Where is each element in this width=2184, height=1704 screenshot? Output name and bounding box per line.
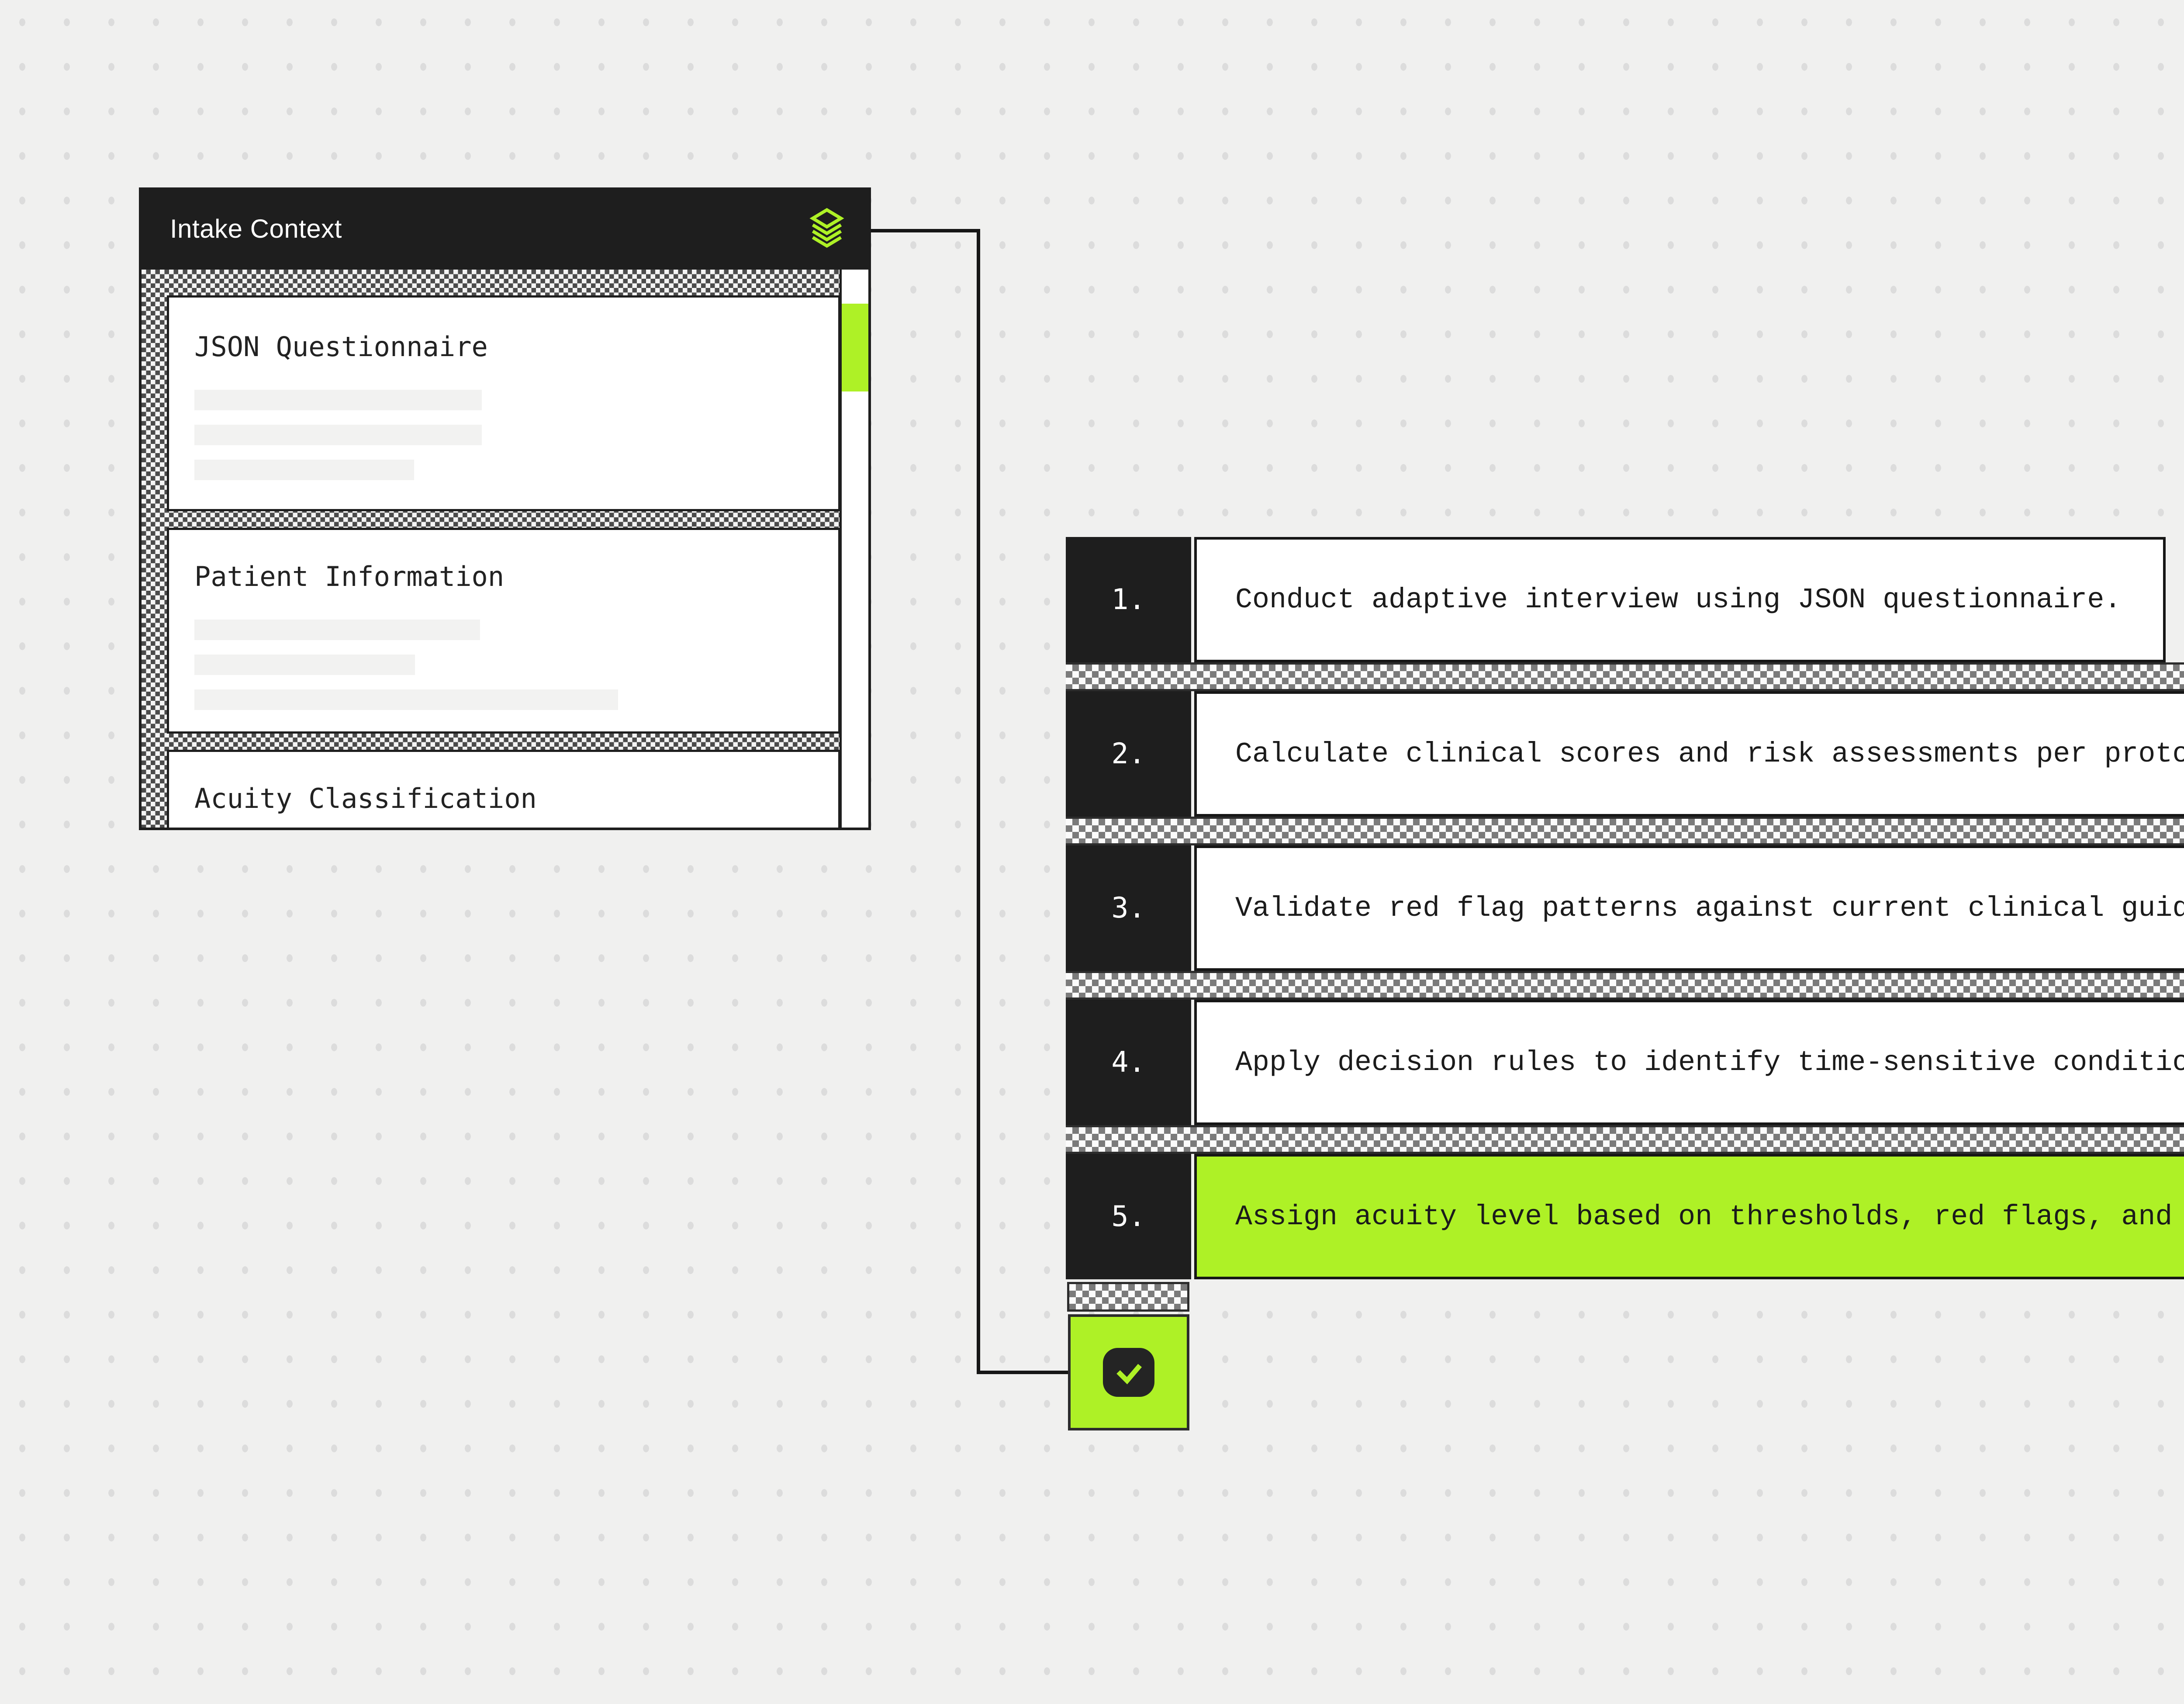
workflow-step-4[interactable]: 4. Apply decision rules to identify time… [1066, 1000, 2184, 1125]
workflow-step-1[interactable]: 1. Conduct adaptive interview using JSON… [1066, 537, 2166, 662]
step-number: 3. [1066, 845, 1191, 971]
workflow-step-2[interactable]: 2. Calculate clinical scores and risk as… [1066, 691, 2184, 817]
panel-title: Intake Context [170, 214, 342, 243]
placeholder-bar [194, 460, 414, 480]
panel-header: Intake Context [139, 187, 871, 270]
placeholder-bars [194, 620, 838, 710]
context-card-acuity-classification[interactable]: Acuity Classification [167, 750, 840, 828]
hatch-band [1066, 662, 2184, 691]
step-number: 4. [1066, 1000, 1191, 1125]
placeholder-bar [194, 425, 482, 445]
check-icon [1103, 1348, 1154, 1397]
card-title: Acuity Classification [194, 783, 537, 814]
hatch-band [1066, 971, 2184, 1000]
step-text: Conduct adaptive interview using JSON qu… [1194, 537, 2166, 662]
context-card-json-questionnaire[interactable]: JSON Questionnaire [167, 295, 840, 511]
intake-context-panel: Intake Context JSON Questionnaire Patien… [139, 187, 871, 830]
hatch-band [1066, 817, 2184, 845]
scrollbar-thumb[interactable] [842, 304, 868, 391]
placeholder-bar [194, 689, 618, 710]
card-title: JSON Questionnaire [194, 331, 488, 363]
placeholder-bars [194, 390, 838, 480]
connector-line-horizontal-bottom [977, 1371, 1069, 1374]
hatch-band [1067, 1282, 1189, 1312]
step-text: Calculate clinical scores and risk asses… [1194, 691, 2184, 817]
placeholder-bar [194, 620, 480, 640]
completion-check-card[interactable] [1068, 1314, 1189, 1430]
step-text: Apply decision rules to identify time-se… [1194, 1000, 2184, 1125]
hatch-band [1066, 1125, 2184, 1154]
step-text: Validate red flag patterns against curre… [1194, 845, 2184, 971]
context-card-patient-information[interactable]: Patient Information [167, 528, 840, 734]
step-number: 1. [1066, 537, 1191, 662]
workflow-step-5-highlighted[interactable]: 5. Assign acuity level based on threshol… [1066, 1154, 2184, 1279]
layers-icon [808, 207, 846, 250]
connector-line-vertical [977, 229, 980, 1374]
step-number: 2. [1066, 691, 1191, 817]
panel-body: JSON Questionnaire Patient Information A… [139, 270, 871, 830]
workflow-step-3[interactable]: 3. Validate red flag patterns against cu… [1066, 845, 2184, 971]
step-text: Assign acuity level based on thresholds,… [1194, 1154, 2184, 1279]
card-title: Patient Information [194, 561, 505, 592]
step-number: 5. [1066, 1154, 1191, 1279]
placeholder-bar [194, 655, 415, 675]
scrollbar-track[interactable] [840, 270, 868, 828]
connector-line-horizontal-top [871, 229, 980, 232]
placeholder-bar [194, 390, 482, 410]
